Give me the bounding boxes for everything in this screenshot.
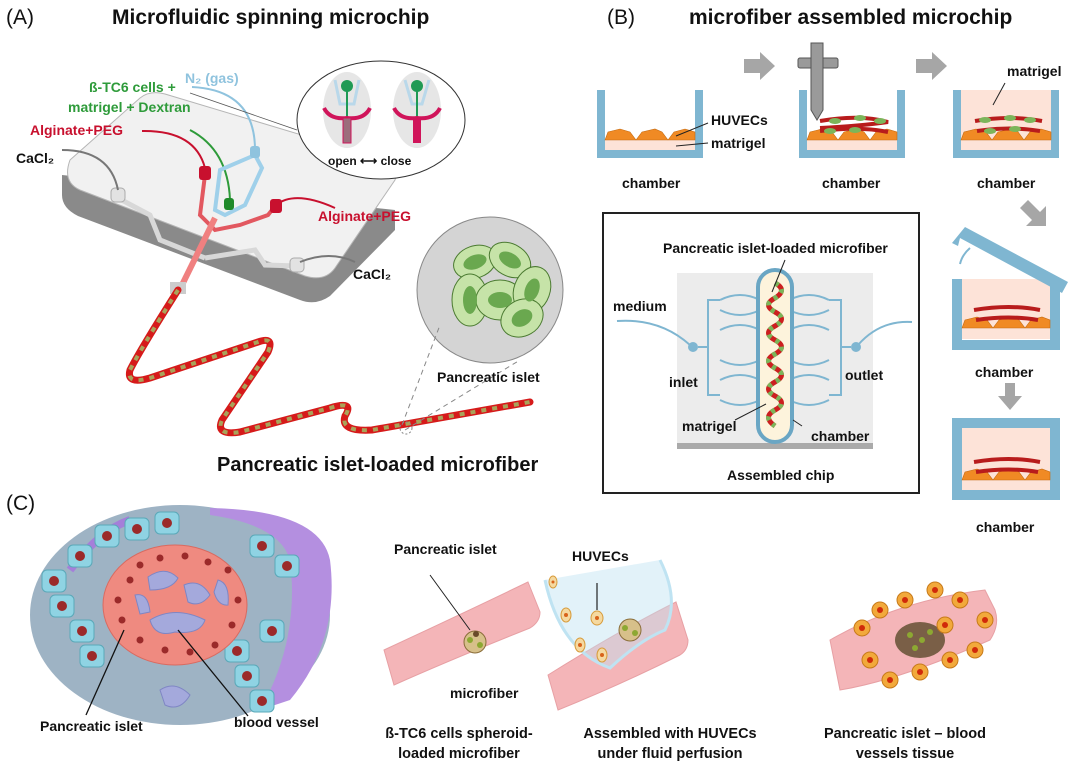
toggle-arrow-icon: ⟷ xyxy=(360,154,378,168)
inlet-label: inlet xyxy=(669,374,698,390)
islet-tissue-illustration xyxy=(30,505,332,725)
cacl2-label-right: CaCl₂ xyxy=(353,266,392,282)
chamber-step-2 xyxy=(797,42,905,158)
outlet-label: outlet xyxy=(845,367,884,383)
arrow-step-2 xyxy=(916,52,947,80)
cacl2-label-left: CaCl₂ xyxy=(16,150,55,166)
valve-state-label: open ⟷ close xyxy=(328,154,411,168)
stage2-caption-line2: under fluid perfusion xyxy=(597,746,743,762)
chamber-step-5 xyxy=(952,418,1060,500)
assembled-fiber-label: Pancreatic islet-loaded microfiber xyxy=(663,240,888,256)
arrow-step-4 xyxy=(998,383,1022,410)
cells-label-line1: ß-TC6 cells + xyxy=(89,79,176,95)
stage1-islet-label: Pancreatic islet xyxy=(394,541,497,557)
n2-gas-label: N₂ (gas) xyxy=(185,70,239,86)
islet-inset xyxy=(399,216,564,435)
stage2-huvecs-label: HUVECs xyxy=(572,548,629,564)
stage1-caption-line1: ß-TC6 cells spheroid- xyxy=(385,726,533,742)
stage-1-fiber xyxy=(383,574,541,686)
matrigel-label-step1: matrigel xyxy=(711,135,766,151)
panel-c-letter: (C) xyxy=(6,492,36,515)
chamber-label-1: chamber xyxy=(622,175,681,191)
arrow-step-3 xyxy=(1020,200,1046,226)
fiber-caption: Pancreatic islet-loaded microfiber xyxy=(217,454,539,476)
stage-3-tissue xyxy=(829,581,998,691)
chamber-step-4 xyxy=(952,227,1068,350)
chamber-label-5: chamber xyxy=(976,519,1035,535)
stage1-microfiber-label: microfiber xyxy=(450,685,519,701)
stage3-caption-line2: vessels tissue xyxy=(855,746,955,762)
process-arrows xyxy=(744,52,1046,410)
panel-a-title: Microfluidic spinning microchip xyxy=(112,6,430,29)
chamber-label-chip: chamber xyxy=(811,428,870,444)
chamber-step-1 xyxy=(597,90,709,158)
islet-inset-label: Pancreatic islet xyxy=(437,369,540,385)
matrigel-label-step3: matrigel xyxy=(1007,63,1062,79)
chamber-label-3: chamber xyxy=(977,175,1036,191)
valve-inset xyxy=(189,60,466,180)
branch-channels xyxy=(698,294,851,406)
stage-2-fiber xyxy=(543,559,689,711)
valve-open-label: open xyxy=(328,154,357,168)
valve-close-label: close xyxy=(380,154,412,168)
panel-b-title: microfiber assembled microchip xyxy=(689,6,1013,29)
arrow-step-1 xyxy=(744,52,775,80)
flow-focusing-junction xyxy=(197,152,278,233)
assembled-chip-caption: Assembled chip xyxy=(727,467,835,483)
valve-closed xyxy=(392,79,442,143)
panel-a-letter: (A) xyxy=(6,6,34,29)
assembled-chip-box xyxy=(602,212,920,494)
alginate-peg-label-left: Alginate+PEG xyxy=(30,122,123,138)
stage2-caption: Assembled with HUVECs under fluid perfus… xyxy=(580,724,760,764)
medium-label: medium xyxy=(613,298,667,314)
stage1-caption-line2: loaded microfiber xyxy=(398,746,520,762)
matrigel-label-chip: matrigel xyxy=(682,418,737,434)
stage2-caption-line1: Assembled with HUVECs xyxy=(583,726,757,742)
fiber-in-chip xyxy=(179,216,218,287)
stage3-caption-line1: Pancreatic islet – blood xyxy=(824,726,986,742)
fiber-islet-dots xyxy=(127,288,531,435)
stage1-caption: ß-TC6 cells spheroid- loaded microfiber xyxy=(384,724,534,764)
panel-b-letter: (B) xyxy=(607,6,635,29)
alginate-peg-label-right: Alginate+PEG xyxy=(318,208,411,224)
cacl2-channels xyxy=(116,195,299,269)
inlet-ports xyxy=(199,146,282,213)
cells-label-line2: matrigel + Dextran xyxy=(68,99,191,115)
chamber-label-4: chamber xyxy=(975,364,1034,380)
tissue-vessel-label: blood vessel xyxy=(234,714,319,730)
stage3-caption: Pancreatic islet – blood vessels tissue xyxy=(810,724,1000,764)
chamber-label-2: chamber xyxy=(822,175,881,191)
tissue-islet-label: Pancreatic islet xyxy=(40,718,143,734)
valve-open xyxy=(322,79,372,144)
chamber-step-3 xyxy=(953,82,1059,158)
huvecs-label: HUVECs xyxy=(711,112,768,128)
